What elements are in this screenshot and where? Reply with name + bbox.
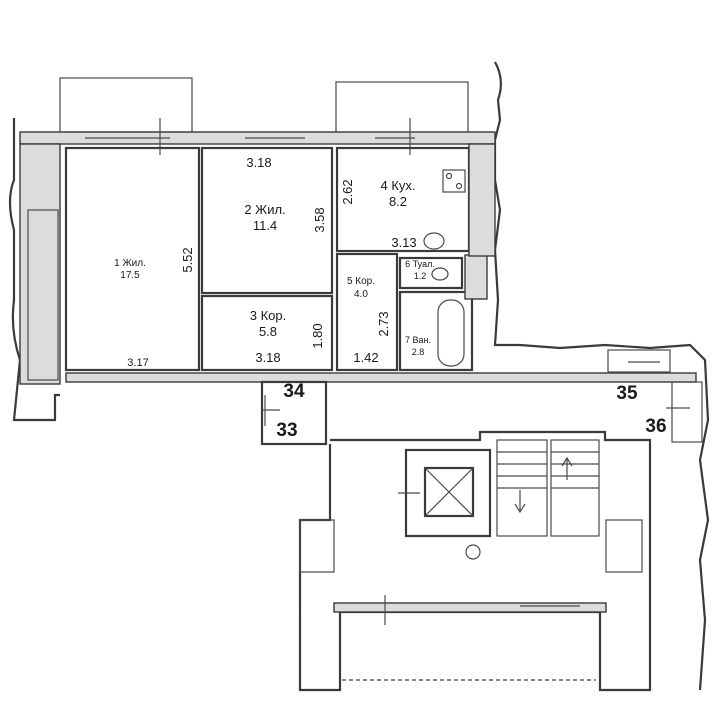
room-2-outline	[200, 146, 334, 295]
stairwell-walls	[298, 430, 652, 692]
room-7-outline	[398, 290, 474, 372]
apartment-number-35: 35	[616, 383, 638, 404]
room-4-name: 4 Кух.	[380, 178, 415, 193]
exterior-wall-left	[19, 143, 61, 385]
building-outline-right	[493, 61, 710, 691]
dimension-label: 3.18	[246, 155, 271, 170]
dimension-label: 3.17	[127, 357, 148, 369]
apartment-number-36: 36	[645, 416, 666, 437]
room-2-area: 11.4	[253, 218, 277, 233]
elevator-icon	[423, 466, 475, 518]
room-6-outline	[398, 256, 464, 290]
bathtub-icon	[437, 299, 465, 367]
corridor-wall	[65, 372, 697, 383]
bottom-wall	[333, 602, 607, 613]
room-3-name: 3 Кор.	[250, 308, 287, 323]
dimension-label: 3.18	[255, 350, 280, 365]
stairs	[496, 439, 600, 537]
balcony-left	[59, 77, 193, 133]
room-1-outline	[64, 146, 201, 372]
room-6-area: 1.2	[414, 271, 427, 281]
kitchen-sink-icon	[423, 232, 445, 250]
room-5-outline	[335, 252, 399, 372]
dimension-label: 1.42	[353, 350, 378, 365]
room-2-name: 2 Жил.	[244, 202, 285, 217]
room-1-area: 17.5	[120, 270, 140, 281]
dimension-label: 3.58	[312, 207, 327, 232]
dimension-label: 2.73	[376, 311, 391, 336]
room-3-area: 5.8	[259, 324, 277, 339]
stove-icon	[442, 169, 466, 193]
dimension-label: 5.52	[180, 247, 195, 272]
dimension-label: 3.13	[391, 235, 416, 250]
room-6-name: 6 Туал.	[405, 259, 435, 269]
toilet-icon	[431, 267, 449, 281]
room-7-name: 7 Ван.	[405, 335, 431, 345]
room-1-name: 1 Жил.	[114, 258, 146, 269]
room-5-area: 4.0	[354, 289, 368, 300]
apartment-33-door-area	[260, 380, 328, 446]
apartment-number-34: 34	[283, 381, 305, 402]
dimension-label: 1.80	[310, 323, 325, 348]
room-5-name: 5 Кор.	[347, 276, 375, 287]
room-7-area: 2.8	[412, 347, 425, 357]
apartment-number-33: 33	[276, 420, 297, 441]
balcony-right	[335, 81, 469, 135]
room-4-area: 8.2	[389, 194, 407, 209]
dimension-label: 2.62	[340, 179, 355, 204]
